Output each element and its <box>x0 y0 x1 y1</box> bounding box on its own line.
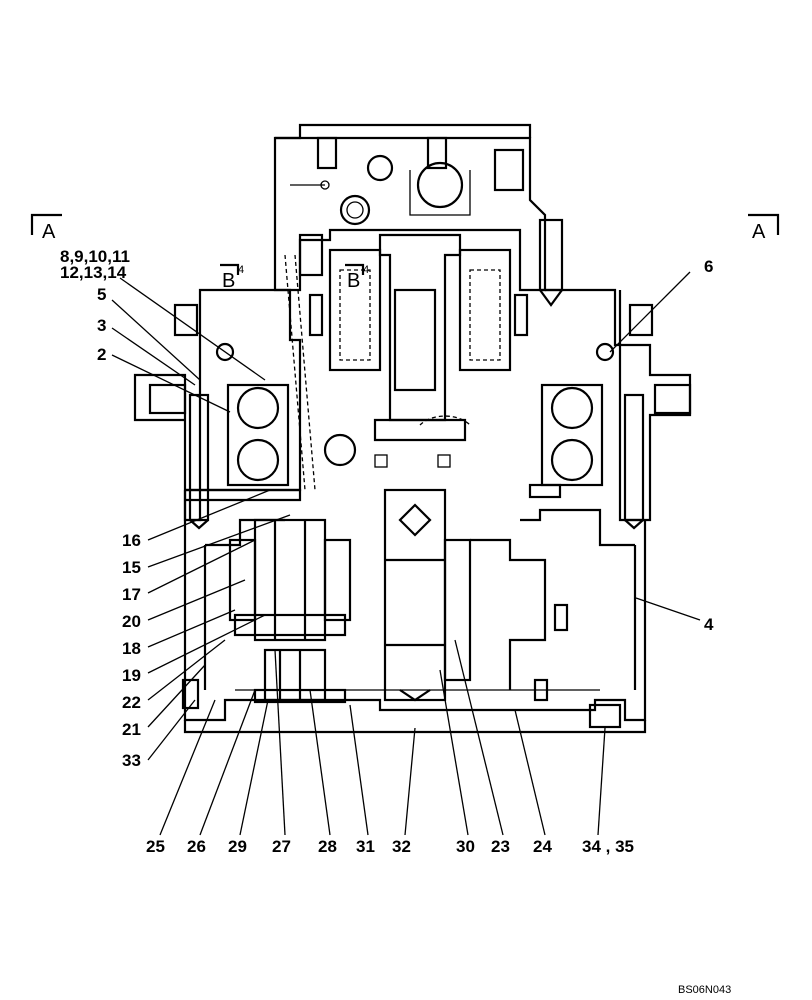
label-20: 20 <box>122 612 141 631</box>
label-26: 26 <box>187 837 206 856</box>
label-34-35: 34 , 35 <box>582 837 634 856</box>
label-30: 30 <box>456 837 475 856</box>
upper-housing <box>273 123 547 292</box>
planetary-section <box>181 483 622 729</box>
label-5: 5 <box>97 285 106 304</box>
label-23: 23 <box>491 837 510 856</box>
label-6: 6 <box>704 257 713 276</box>
drawing-reference: BS06N043 <box>678 984 731 996</box>
label-25: 25 <box>146 837 165 856</box>
section-mark-b-right: B 4 <box>345 263 369 292</box>
section-mark-b-right-text: B <box>347 270 360 292</box>
section-mark-right-text: A <box>752 221 766 243</box>
label-8-11: 8,9,10,11 <box>60 247 130 266</box>
label-32: 32 <box>392 837 411 856</box>
bearings <box>215 342 615 487</box>
label-16: 16 <box>122 531 141 550</box>
right-bolt <box>538 218 692 530</box>
label-28: 28 <box>318 837 337 856</box>
label-2: 2 <box>97 345 106 364</box>
main-shaft <box>323 233 471 468</box>
section-mark-right: A <box>748 213 780 243</box>
label-12-14: 12,13,14 <box>60 263 127 282</box>
label-19: 19 <box>122 666 141 685</box>
label-31: 31 <box>356 837 375 856</box>
label-22: 22 <box>122 693 141 712</box>
section-mark-b-left-sub: 4 <box>238 264 244 276</box>
label-17: 17 <box>122 585 141 604</box>
label-24: 24 <box>533 837 552 856</box>
label-4: 4 <box>704 615 714 634</box>
motor-group <box>284 233 529 491</box>
label-3: 3 <box>97 316 106 335</box>
leader-lines <box>111 271 701 836</box>
left-bolt <box>148 303 210 530</box>
label-21: 21 <box>122 720 141 739</box>
part-labels: 8,9,10,11 12,13,14 5 3 2 6 4 16 15 17 20… <box>60 247 714 856</box>
section-mark-b-left-text: B <box>222 270 235 292</box>
section-mark-b-right-sub: 4 <box>363 264 369 276</box>
label-33: 33 <box>122 751 141 770</box>
label-18: 18 <box>122 639 141 658</box>
label-29: 29 <box>228 837 247 856</box>
label-27: 27 <box>272 837 291 856</box>
section-mark-b-left: B 4 <box>220 263 244 292</box>
section-mark-left-text: A <box>42 221 56 243</box>
section-mark-left: A <box>30 213 62 243</box>
label-15: 15 <box>122 558 141 577</box>
